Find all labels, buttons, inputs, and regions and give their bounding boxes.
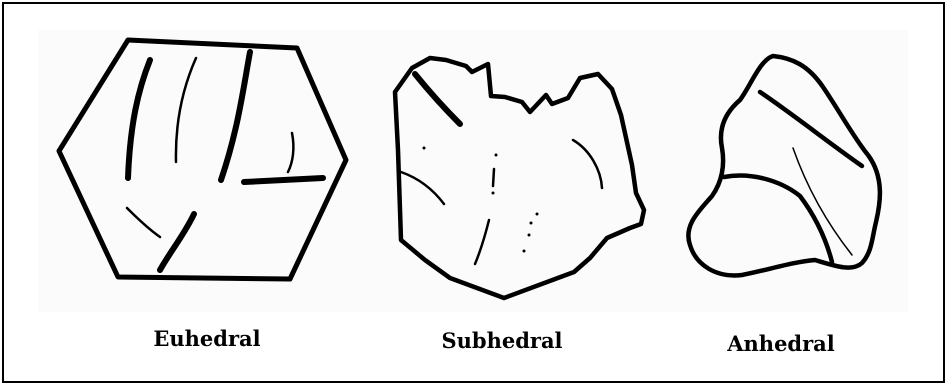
subhedral-dot <box>523 250 526 253</box>
euhedral-fracture-7 <box>288 133 293 172</box>
subhedral-dot <box>536 213 539 216</box>
euhedral-outline <box>59 40 346 279</box>
subhedral-dot <box>492 192 495 195</box>
subhedral-dot <box>423 147 426 150</box>
subhedral-fracture-1 <box>415 74 460 124</box>
subhedral-fracture-2 <box>401 172 444 204</box>
subhedral-dot <box>530 222 533 225</box>
subhedral-fracture-4 <box>475 220 489 264</box>
euhedral-fracture-5 <box>127 208 160 237</box>
anhedral-label: Anhedral <box>727 331 835 356</box>
subhedral-fracture-5 <box>493 169 494 186</box>
subhedral-label: Subhedral <box>441 328 562 353</box>
anhedral-grain <box>688 56 880 275</box>
anhedral-fracture-1 <box>760 92 862 166</box>
euhedral-grain <box>59 40 346 279</box>
subhedral-dot <box>528 234 531 237</box>
euhedral-fracture-2 <box>176 58 196 162</box>
subhedral-fracture-3 <box>573 140 602 188</box>
anhedral-fracture-2 <box>724 176 832 262</box>
euhedral-fracture-4 <box>160 214 194 270</box>
euhedral-fracture-3 <box>221 52 250 180</box>
anhedral-outline <box>688 56 880 275</box>
euhedral-fracture-6 <box>244 178 323 182</box>
subhedral-grain <box>395 58 644 298</box>
euhedral-label: Euhedral <box>153 326 260 351</box>
euhedral-fracture-1 <box>128 60 150 178</box>
subhedral-dot <box>495 154 498 157</box>
